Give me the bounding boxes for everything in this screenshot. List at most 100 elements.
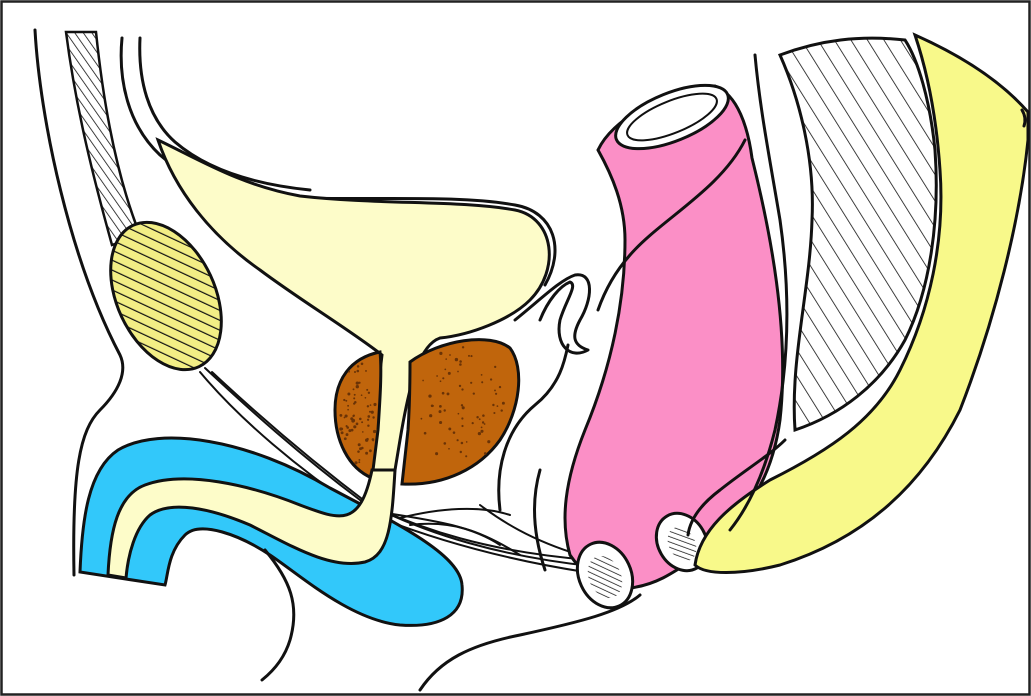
prostate-speckle — [353, 425, 356, 428]
prostate-speckle — [494, 389, 496, 391]
prostate-speckle — [478, 432, 481, 435]
prostate-speckle — [461, 442, 464, 445]
prostate-speckle — [353, 397, 355, 399]
prostate-speckle — [461, 404, 463, 406]
prostate-speckle — [354, 394, 356, 396]
prostate-speckle — [442, 377, 444, 379]
prostate-speckle — [497, 405, 499, 407]
prostate-speckle — [479, 418, 481, 420]
prostate-speckle — [480, 430, 483, 433]
prostate-speckle — [354, 371, 356, 373]
prostate-speckle — [365, 397, 367, 399]
prostate-speckle — [461, 388, 463, 390]
prostate-speckle — [369, 449, 372, 452]
prostate-speckle — [495, 393, 497, 395]
prostate-speckle — [465, 455, 467, 457]
prostate-speckle — [448, 427, 451, 430]
prostate-speckle — [439, 421, 442, 424]
prostate-speckle — [352, 415, 354, 417]
prostate-speckle — [344, 437, 347, 440]
prostate-speckle — [357, 450, 360, 453]
prostate-speckle — [357, 365, 360, 368]
prostate-speckle — [365, 452, 368, 455]
prostate-speckle — [459, 363, 462, 366]
prostate-speckle — [460, 451, 462, 453]
prostate-speckle — [481, 427, 483, 429]
prostate-speckle — [354, 461, 357, 464]
prostate-speckle — [341, 431, 344, 434]
prostate-speckle — [367, 415, 370, 418]
prostate-speckle — [348, 371, 350, 373]
prostate-speckle — [502, 402, 505, 405]
hatched-band — [66, 32, 140, 245]
prostate-speckle — [361, 394, 363, 396]
prostate-speckle — [346, 426, 349, 429]
peritoneum-inner — [140, 38, 310, 190]
prostate-speckle — [347, 409, 349, 411]
prostate-speckle — [369, 411, 371, 413]
prostate-speckle — [457, 439, 459, 441]
prostate-speckle — [455, 358, 458, 361]
prostate-speckle — [367, 419, 369, 421]
prostate-speckle — [429, 414, 432, 417]
prostate-speckle — [356, 423, 359, 426]
prostate-speckle — [365, 370, 367, 372]
prostate-speckle — [476, 416, 478, 418]
prostate-speckle — [356, 385, 359, 388]
prostate-speckle — [447, 392, 450, 395]
prostate-speckle — [422, 380, 424, 382]
prostate-speckle — [442, 392, 445, 395]
prostate-speckle — [481, 381, 483, 383]
prostate-speckle — [458, 413, 460, 415]
prostate-speckle — [347, 405, 349, 407]
prostate-speckle — [435, 452, 438, 455]
prostate-speckle — [361, 363, 364, 366]
prostate-speckle — [468, 355, 470, 357]
prostate-speckle — [472, 422, 474, 424]
prostate-speckle — [459, 385, 461, 387]
prostate-speckle — [339, 427, 342, 430]
prostate-speckle — [462, 406, 465, 409]
prostate-speckle — [345, 400, 347, 402]
prostate-speckle — [351, 429, 354, 432]
prostate-speckle — [499, 386, 501, 388]
prostate-speckle — [345, 414, 348, 417]
prostate-speckle — [368, 392, 370, 394]
prostate-speckle — [372, 416, 374, 418]
prostate-speckle — [367, 405, 369, 407]
prostate-speckle — [461, 425, 463, 427]
prostate-speckle — [457, 371, 459, 373]
prostate-speckle — [462, 346, 464, 348]
prostate-speckle — [428, 394, 431, 397]
prostate-speckle — [439, 410, 442, 413]
prostate-speckle — [461, 417, 463, 419]
prostate-speckle — [448, 448, 450, 450]
prostate-speckle — [445, 358, 447, 360]
prostate-speckle — [366, 389, 368, 391]
prostate — [335, 340, 519, 485]
prostate-speckle — [343, 399, 345, 401]
prostate-speckle — [466, 441, 468, 443]
prostate-speckle — [470, 355, 472, 357]
prostate-speckle — [501, 409, 503, 411]
prostate-speckle — [431, 405, 434, 408]
prostate-speckle — [352, 419, 355, 422]
prostate-speckle — [473, 392, 475, 394]
prostate-speckle — [424, 432, 427, 435]
prostate-speckle — [370, 404, 372, 406]
prostate-speckle — [421, 418, 423, 420]
prostate-speckle — [356, 381, 359, 384]
prostate-speckle — [439, 352, 442, 355]
prostate-speckle — [484, 452, 487, 455]
prostate-speckle — [449, 354, 451, 356]
prostate-speckle — [367, 424, 369, 426]
prostate-speckle — [459, 360, 462, 363]
prostate-speckle — [448, 372, 451, 375]
prostate-speckle — [359, 418, 362, 421]
prostate-speckle — [439, 405, 442, 408]
prostate-speckle — [490, 378, 492, 380]
prostate-speckle — [443, 409, 445, 411]
prostate-speckle — [366, 438, 368, 440]
